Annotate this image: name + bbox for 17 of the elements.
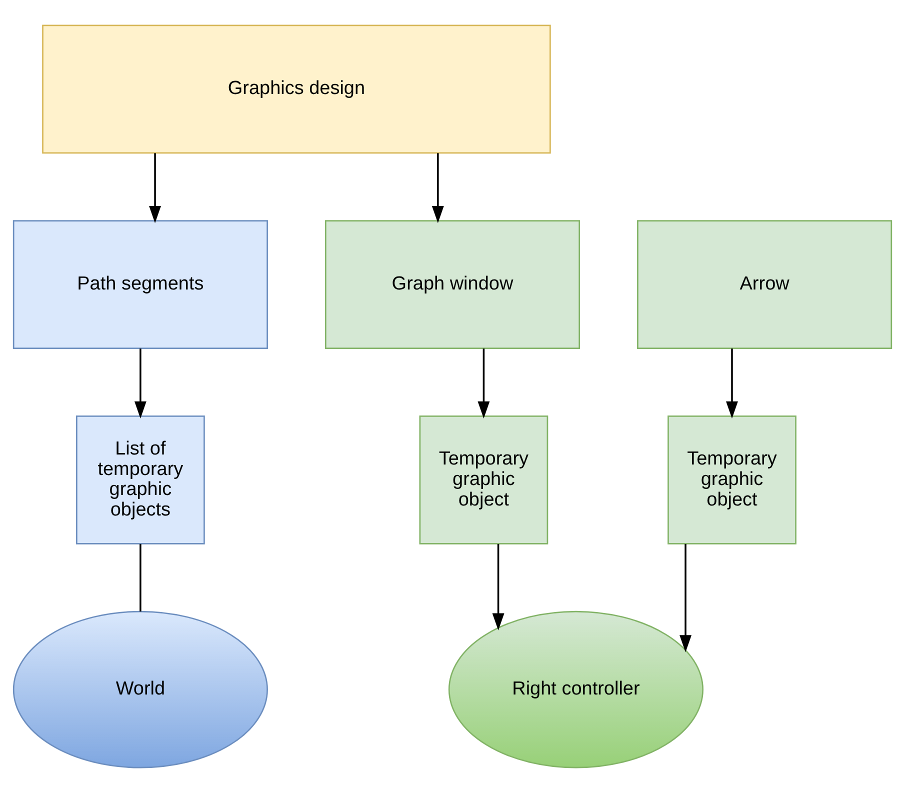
node-box: Graph window: [324, 220, 580, 349]
arrow: [134, 348, 146, 418]
node-box: Arrow: [637, 220, 892, 349]
node-box: Path segments: [12, 220, 268, 349]
node-ellipse: World: [12, 610, 268, 768]
node-box: Graphics design: [42, 24, 551, 154]
arrow: [680, 543, 692, 652]
node-ellipse: Right controller: [448, 610, 704, 768]
arrow: [432, 152, 444, 223]
arrow: [492, 543, 504, 630]
arrow: [478, 348, 490, 418]
node-box: Temporary graphic object: [419, 415, 548, 544]
arrow: [726, 348, 738, 418]
arrow: [149, 152, 162, 223]
connector: [140, 543, 142, 611]
node-box: Temporary graphic object: [668, 415, 796, 544]
node-box: List of temporary graphic objects: [76, 415, 205, 544]
